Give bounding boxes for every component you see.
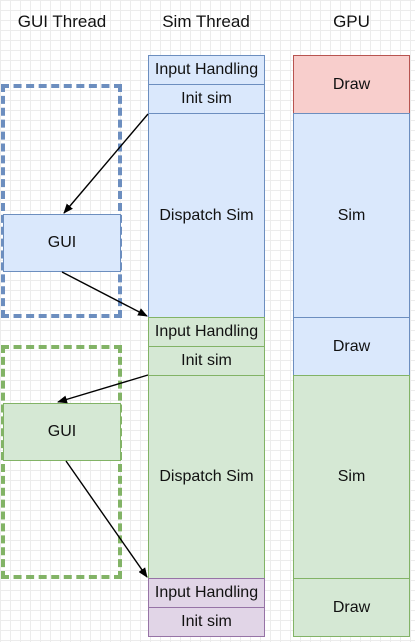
sim-input-handling-frame3: Input Handling (148, 578, 265, 608)
gui-frame2-group (1, 345, 122, 579)
header-gui-thread: GUI Thread (17, 12, 107, 31)
sim-dispatch-frame1: Dispatch Sim (148, 113, 265, 318)
arrow-gui-to-input-frame3 (65, 460, 148, 578)
gui-box-frame1: GUI (3, 214, 121, 272)
arrow-gui-to-input-frame2 (61, 271, 148, 317)
gui-box-frame2: GUI (3, 403, 121, 461)
sim-input-handling-frame1: Input Handling (148, 55, 265, 85)
arrow-init-to-gui-frame2 (57, 374, 149, 404)
sim-init-frame2: Init sim (148, 346, 265, 376)
gui-frame1-group (1, 84, 122, 318)
header-sim-thread: Sim Thread (162, 12, 250, 31)
gpu-draw-frame2: Draw (293, 578, 410, 637)
arrow-init-to-gui-frame1 (63, 113, 149, 214)
sim-init-frame3: Init sim (148, 607, 265, 637)
sim-init-frame1: Init sim (148, 84, 265, 114)
sim-input-handling-frame2: Input Handling (148, 317, 265, 347)
sim-dispatch-frame2: Dispatch Sim (148, 375, 265, 579)
gpu-draw-previous: Draw (293, 55, 410, 114)
gpu-sim-frame2: Sim (293, 375, 410, 579)
header-gpu: GPU (333, 12, 370, 31)
gpu-sim-frame1: Sim (293, 113, 410, 318)
